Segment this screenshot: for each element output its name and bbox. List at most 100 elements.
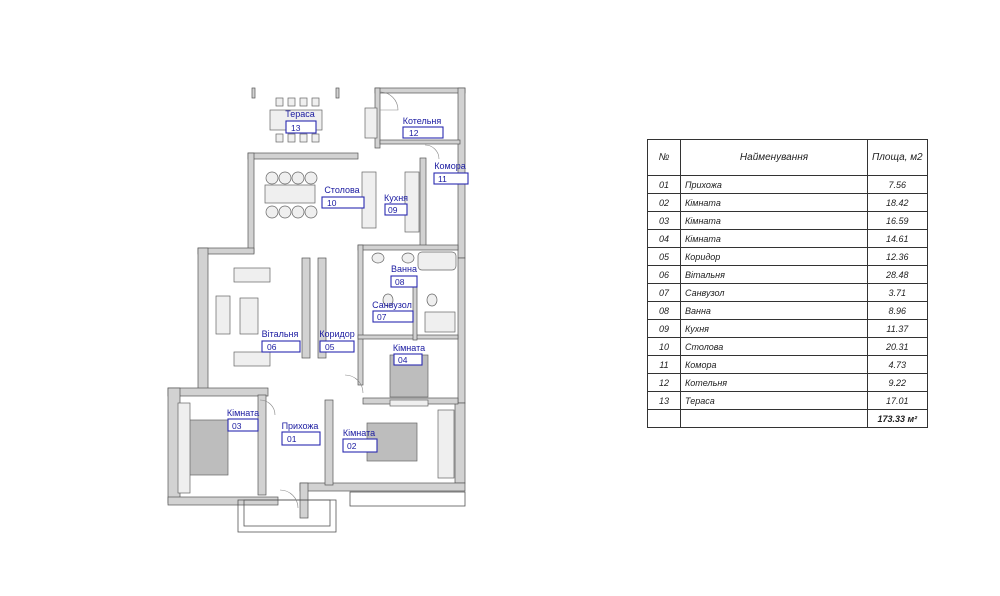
svg-text:Комора: Комора — [434, 161, 465, 171]
room-label-05: Коридор 05 — [319, 329, 355, 353]
room-label-04: Кімната 04 — [393, 343, 425, 366]
svg-text:Прихожа: Прихожа — [282, 421, 319, 431]
room-label-07: Санвузол 07 — [372, 300, 414, 323]
cell-name: Санвузол — [680, 283, 868, 302]
room-label-02: Кімната 02 — [342, 428, 378, 453]
col-header-area: Площа, м2 — [867, 139, 928, 176]
floor-plan: Тераса 13 Котельня 12 Комора 11 Столова … — [167, 87, 469, 533]
svg-text:Тераса: Тераса — [285, 109, 315, 119]
svg-text:08: 08 — [395, 277, 405, 287]
svg-text:07: 07 — [377, 312, 387, 322]
cell-name: Столова — [680, 337, 868, 356]
cell-area: 11.37 — [867, 319, 928, 338]
cell-area: 16.59 — [867, 211, 928, 230]
cell-num: 08 — [647, 301, 681, 320]
svg-text:Ванна: Ванна — [391, 264, 417, 274]
room-label-09: Кухня 09 — [384, 193, 408, 216]
cell-area: 17.01 — [867, 391, 928, 410]
cell-name: Вітальня — [680, 265, 868, 284]
table-header-row: № Найменування Площа, м2 — [647, 139, 928, 176]
cell-name: Котельня — [680, 373, 868, 392]
svg-text:Кімната: Кімната — [343, 428, 375, 438]
cell-num: 12 — [647, 373, 681, 392]
cell-name: Комора — [680, 355, 868, 374]
cell-area: 18.42 — [867, 193, 928, 212]
cell-num: 06 — [647, 265, 681, 284]
svg-text:04: 04 — [398, 355, 408, 365]
total-row: 173.33 м² — [647, 409, 928, 428]
room-label-08: Ванна 08 — [390, 264, 418, 288]
cell-area: 12.36 — [867, 247, 928, 266]
svg-text:Санвузол: Санвузол — [372, 300, 412, 310]
cell-name: Прихожа — [680, 175, 868, 194]
cell-area: 7.56 — [867, 175, 928, 194]
col-header-num: № — [647, 139, 681, 176]
cell-name: Ванна — [680, 301, 868, 320]
living-furniture — [215, 267, 271, 367]
cell-name: Кімната — [680, 229, 868, 248]
svg-text:06: 06 — [267, 342, 277, 352]
svg-text:Кухня: Кухня — [384, 193, 408, 203]
room-label-03: Кімната 03 — [227, 408, 259, 432]
svg-text:Кімната: Кімната — [393, 343, 425, 353]
room-label-12: Котельня 12 — [402, 116, 444, 139]
total-empty-cell — [647, 409, 681, 428]
svg-text:10: 10 — [327, 198, 337, 208]
total-empty-cell — [680, 409, 868, 428]
cell-num: 09 — [647, 319, 681, 338]
svg-text:Вітальня: Вітальня — [262, 329, 299, 339]
cell-name: Тераса — [680, 391, 868, 410]
col-header-name: Найменування — [680, 139, 868, 176]
cell-area: 14.61 — [867, 229, 928, 248]
svg-text:03: 03 — [232, 421, 242, 431]
svg-text:11: 11 — [438, 174, 447, 184]
cell-area: 28.48 — [867, 265, 928, 284]
doors — [259, 91, 440, 416]
cell-num: 13 — [647, 391, 681, 410]
cell-num: 05 — [647, 247, 681, 266]
cell-num: 03 — [647, 211, 681, 230]
svg-text:05: 05 — [325, 342, 335, 352]
dining-furniture — [264, 107, 420, 233]
bath-fixtures — [371, 251, 457, 333]
entrance-porch — [237, 489, 466, 533]
svg-text:01: 01 — [287, 434, 297, 444]
room-label-10: Столова 10 — [321, 185, 365, 209]
cell-area: 4.73 — [867, 355, 928, 374]
svg-text:09: 09 — [388, 205, 398, 215]
cell-num: 11 — [647, 355, 681, 374]
cell-name: Кухня — [680, 319, 868, 338]
cell-area: 8.96 — [867, 301, 928, 320]
room-label-01: Прихожа 01 — [281, 421, 321, 446]
cell-area: 3.71 — [867, 283, 928, 302]
terrace-area — [251, 87, 340, 143]
svg-text:Столова: Столова — [324, 185, 359, 195]
svg-text:02: 02 — [347, 441, 357, 451]
room-label-06: Вітальня 06 — [261, 329, 301, 353]
room-label-13: Тераса 13 — [285, 109, 317, 134]
cell-num: 04 — [647, 229, 681, 248]
svg-text:Коридор: Коридор — [319, 329, 355, 339]
cell-area: 9.22 — [867, 373, 928, 392]
cell-name: Кімната — [680, 193, 868, 212]
cell-num: 02 — [647, 193, 681, 212]
svg-text:Кімната: Кімната — [227, 408, 259, 418]
total-area: 173.33 м² — [867, 409, 928, 428]
cell-num: 10 — [647, 337, 681, 356]
cell-num: 01 — [647, 175, 681, 194]
svg-text:13: 13 — [291, 123, 301, 133]
